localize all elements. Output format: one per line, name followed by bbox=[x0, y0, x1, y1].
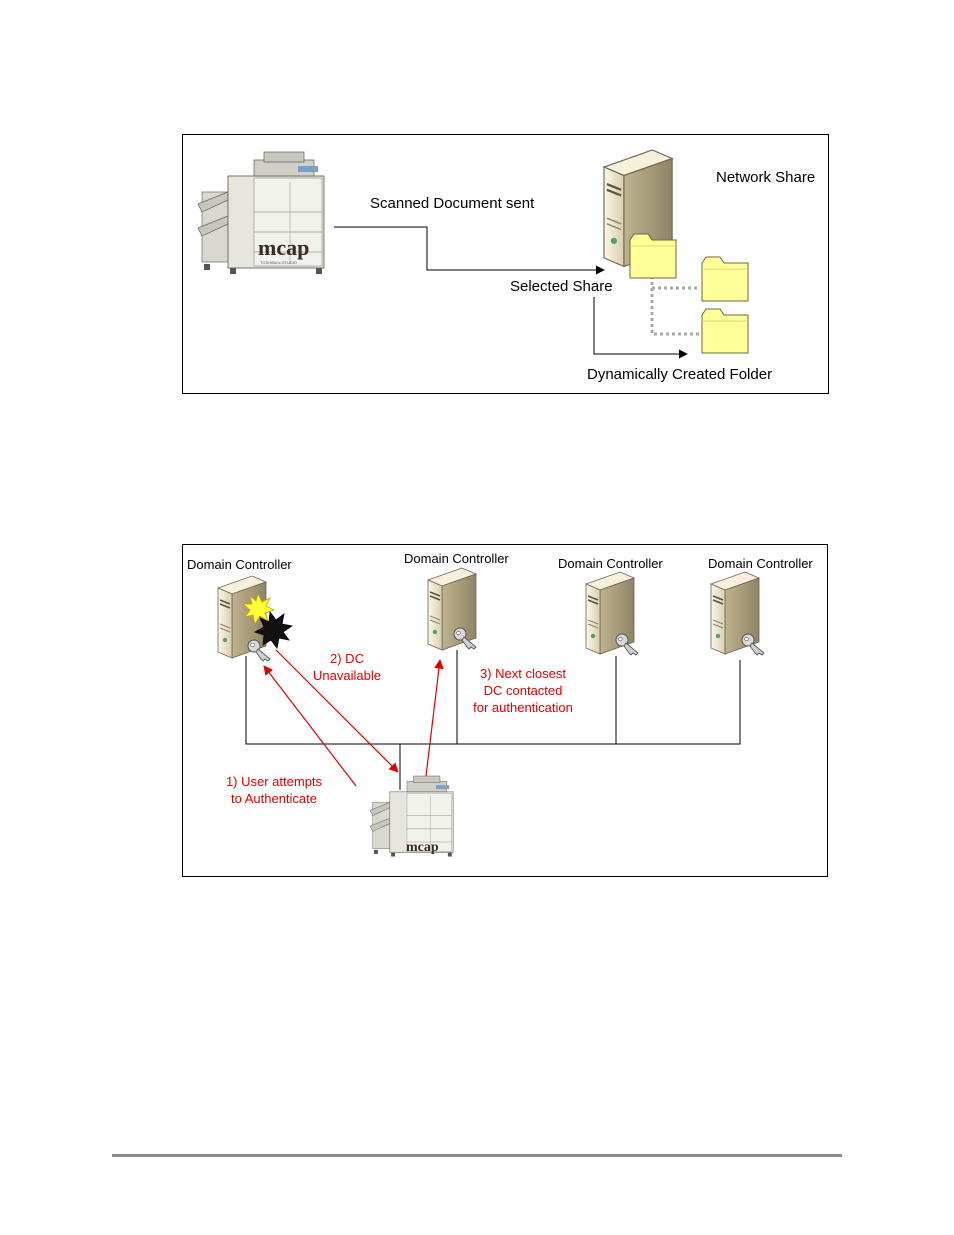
step3-line3: for authentication bbox=[464, 699, 582, 716]
dc3-label: Domain Controller bbox=[558, 555, 663, 572]
step1-line1: 1) User attempts bbox=[216, 773, 332, 790]
next-dc-arrow bbox=[426, 660, 440, 776]
dc4-label: Domain Controller bbox=[708, 555, 813, 572]
scanned-document-label: Scanned Document sent bbox=[370, 195, 534, 212]
network-share-label: Network Share bbox=[716, 169, 815, 186]
mfp2-logo: mcap bbox=[406, 840, 439, 855]
selected-share-label: Selected Share bbox=[510, 278, 613, 295]
step1-line2: to Authenticate bbox=[216, 790, 332, 807]
domain-controller-2-icon bbox=[428, 568, 476, 650]
folder-connector-lower bbox=[652, 276, 700, 334]
dynamic-folder-icon bbox=[702, 309, 748, 353]
footer-rule bbox=[112, 1154, 842, 1157]
mfp-logo: mcap bbox=[258, 235, 309, 260]
dynamic-folder-arrow bbox=[594, 297, 687, 354]
dynamic-folder-label: Dynamically Created Folder bbox=[587, 366, 772, 383]
dc1-label: Domain Controller bbox=[187, 556, 292, 573]
step3-annotation: 3) Next closest DC contacted for authent… bbox=[464, 665, 582, 716]
mfp-logo-sub: TOSHIBA e-STUDIO bbox=[260, 260, 297, 265]
step1-annotation: 1) User attempts to Authenticate bbox=[216, 773, 332, 807]
step2-line2: Unavailable bbox=[306, 667, 388, 684]
dc2-label: Domain Controller bbox=[404, 550, 509, 567]
selected-share-folder-icon bbox=[630, 234, 676, 278]
step3-line1: 3) Next closest bbox=[464, 665, 582, 682]
dc3-key-icon bbox=[616, 634, 638, 655]
dc4-key-icon bbox=[742, 634, 764, 655]
step3-line2: DC contacted bbox=[464, 682, 582, 699]
scan-send-arrow bbox=[334, 227, 604, 270]
step2-annotation: 2) DC Unavailable bbox=[306, 650, 388, 684]
subfolder-icon bbox=[702, 257, 748, 301]
step2-line1: 2) DC bbox=[306, 650, 388, 667]
